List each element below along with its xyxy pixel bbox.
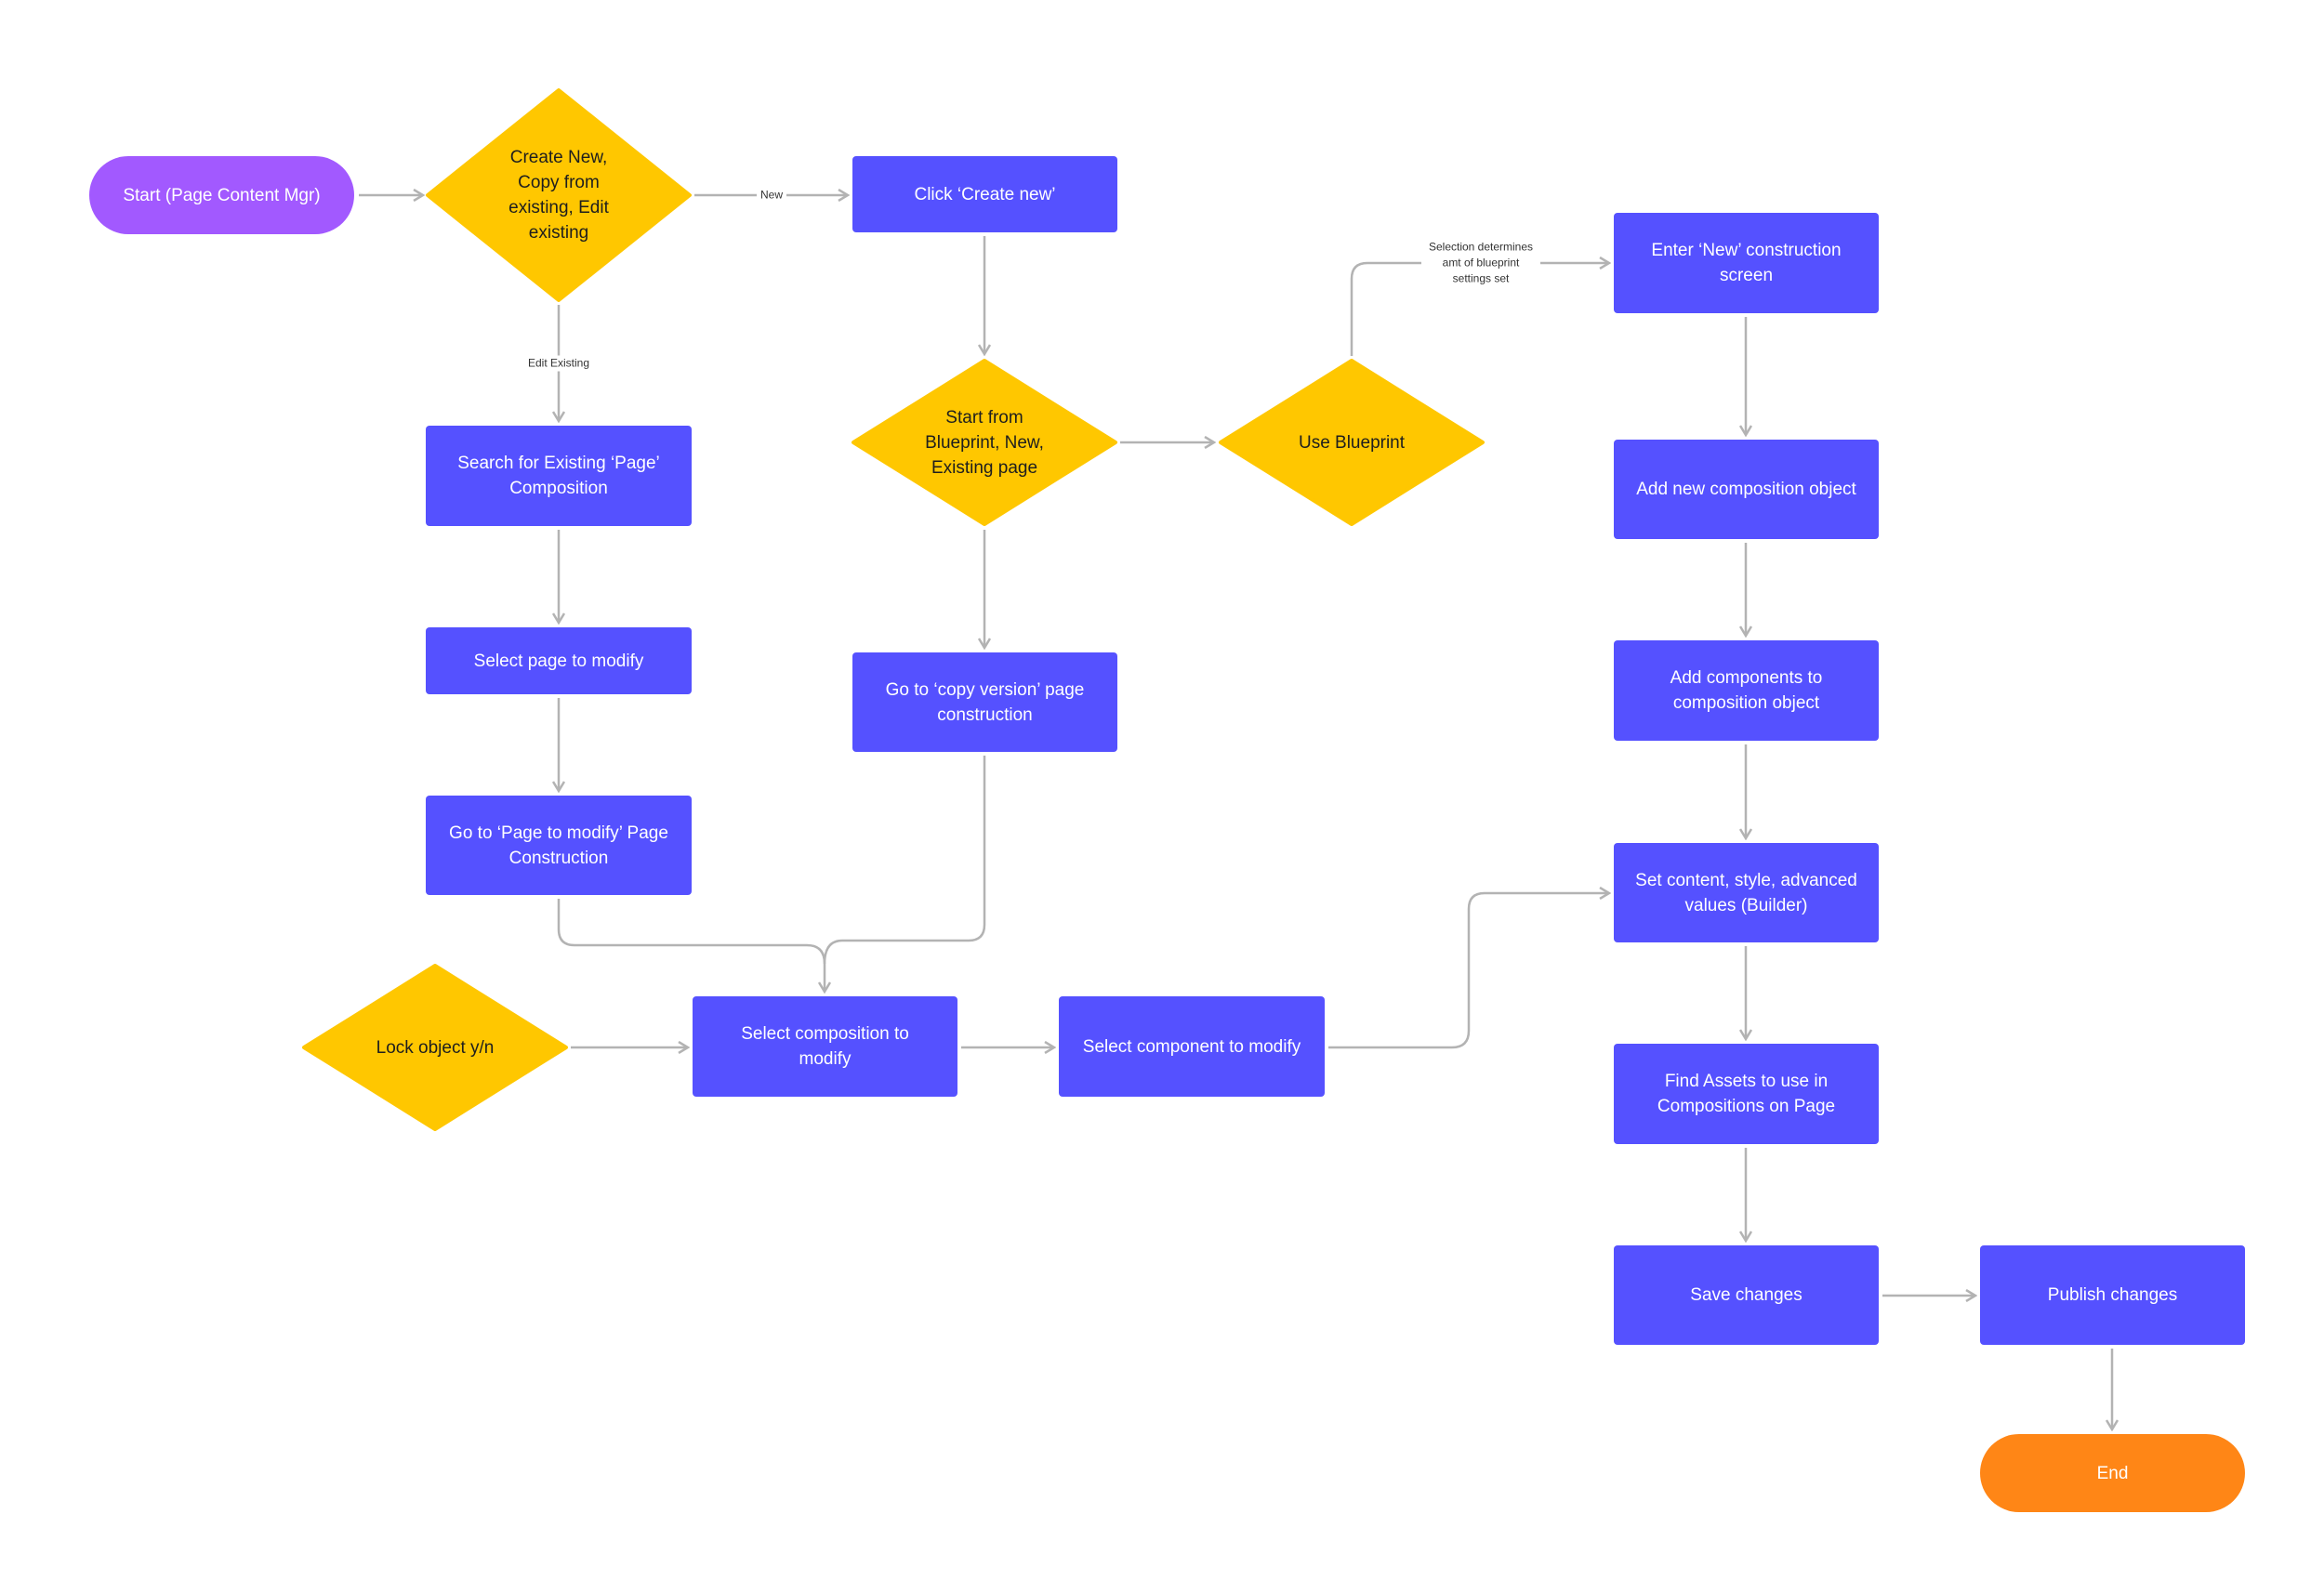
start-node[interactable]: Start (Page Content Mgr) <box>89 156 354 234</box>
edge-use-blueprint-to-enter-new <box>1350 263 1609 356</box>
process-select-component[interactable]: Select component to modify <box>1059 996 1325 1097</box>
decision-label: Use Blueprint <box>1298 432 1406 453</box>
process-select-composition[interactable]: Select composition to modify <box>693 996 957 1097</box>
process-click-create-new[interactable]: Click ‘Create new’ <box>852 156 1117 232</box>
process-search-existing[interactable]: Search for Existing ‘Page’ Composition <box>426 426 692 526</box>
process-add-composition[interactable]: Add new composition object <box>1614 440 1879 539</box>
process-go-page-construction[interactable]: Go to ‘Page to modify’ Page Construction <box>426 796 692 895</box>
process-save-changes[interactable]: Save changes <box>1614 1245 1879 1345</box>
decision-label: Create New, Copy from existing, Edit exi… <box>508 148 609 243</box>
diamond-shape <box>302 964 568 1131</box>
process-select-page[interactable]: Select page to modify <box>426 627 692 694</box>
edge-copy-version-to-select-composition <box>823 756 986 965</box>
decision-start-from[interactable]: Start from Blueprint, New, Existing page <box>852 359 1117 526</box>
process-enter-new-screen[interactable]: Enter ‘New’ construction screen <box>1614 213 1879 313</box>
edge-label-edit-existing: Edit Existing <box>523 355 594 372</box>
process-add-components[interactable]: Add components to composition object <box>1614 640 1879 741</box>
decision-use-blueprint[interactable]: Use Blueprint <box>1219 359 1485 526</box>
decision-lock-object[interactable]: Lock object y/n <box>302 964 568 1131</box>
process-publish-changes[interactable]: Publish changes <box>1980 1245 2245 1345</box>
diamond-shape <box>426 88 692 302</box>
diamond-shape <box>852 359 1117 526</box>
end-node[interactable]: End <box>1980 1434 2245 1512</box>
decision-label: Start from Blueprint, New, Existing page <box>925 407 1044 478</box>
process-copy-version[interactable]: Go to ‘copy version’ page construction <box>852 652 1117 752</box>
decision-choose-action[interactable]: Create New, Copy from existing, Edit exi… <box>426 88 692 302</box>
process-find-assets[interactable]: Find Assets to use in Compositions on Pa… <box>1614 1044 1879 1144</box>
decision-label: Lock object y/n <box>376 1037 495 1058</box>
edge-go-page-to-select-composition <box>557 899 825 992</box>
diamond-shape <box>1219 359 1485 526</box>
edge-label-new: New <box>756 187 787 204</box>
process-set-content[interactable]: Set content, style, advanced values (Bui… <box>1614 843 1879 942</box>
edge-select-component-to-set-content <box>1328 893 1609 1049</box>
edge-label-selection-determines: Selection determines amt of blueprint se… <box>1421 239 1540 287</box>
